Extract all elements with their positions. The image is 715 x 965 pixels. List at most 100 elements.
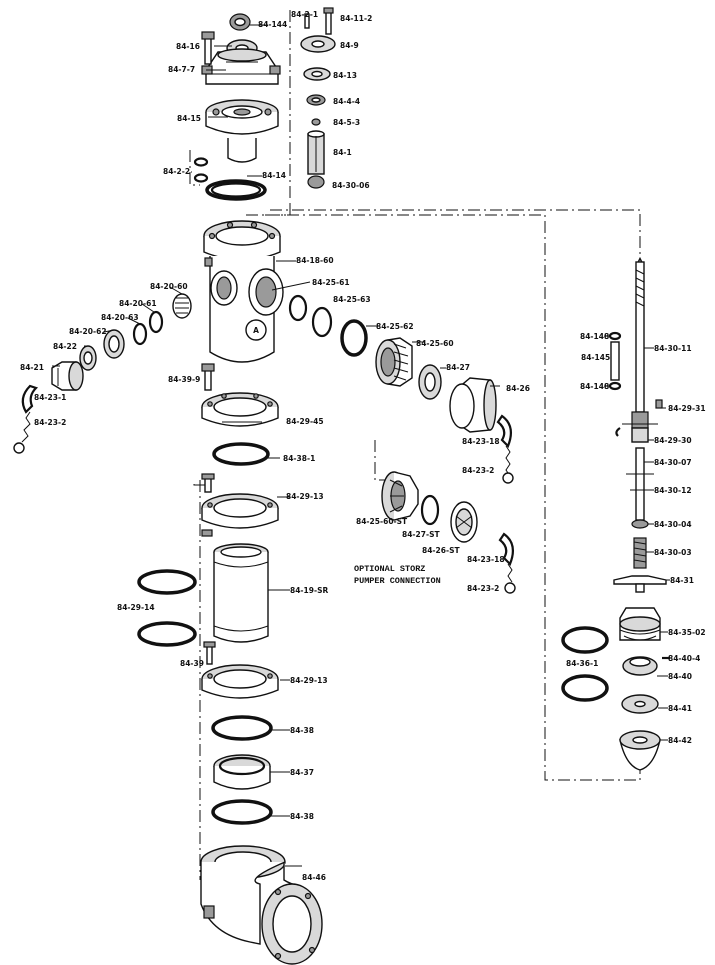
label-84-5-3: 84-5-3 bbox=[333, 118, 360, 127]
gasket-84-27-st bbox=[420, 494, 440, 526]
label-84-148-bottom: 84-148 bbox=[580, 382, 609, 391]
label-84-25-60: 84-25-60 bbox=[416, 339, 454, 348]
bolt-84-39 bbox=[203, 641, 216, 665]
gaskets-84-29-14 bbox=[137, 569, 197, 647]
label-84-144: 84-144 bbox=[258, 20, 287, 29]
lower-stem-84-30-07 bbox=[626, 447, 654, 521]
label-84-35-02: 84-35-02 bbox=[668, 628, 706, 637]
label-84-20-62: 84-20-62 bbox=[69, 327, 107, 336]
bottom-plate-84-42 bbox=[619, 730, 661, 771]
pin-84-2-1 bbox=[304, 13, 310, 29]
label-84-38-top: 84-38 bbox=[290, 726, 314, 735]
label-84-30-03: 84-30-03 bbox=[654, 548, 692, 557]
guide-84-31 bbox=[613, 575, 667, 593]
label-84-23-18-top: 84-23-18 bbox=[462, 437, 500, 446]
label-84-23-2-left: 84-23-2 bbox=[34, 418, 66, 427]
label-84-2-2: 84-2-2 bbox=[163, 167, 190, 176]
label-84-37: 84-37 bbox=[290, 768, 314, 777]
gasket-84-38-top bbox=[211, 715, 273, 741]
nozzle-gasket-84-25-62 bbox=[340, 319, 368, 357]
bonnet-84-15 bbox=[205, 99, 279, 163]
nut-84-30-04 bbox=[631, 519, 649, 529]
flange-84-29-45 bbox=[201, 392, 279, 427]
label-84-25-61: 84-25-61 bbox=[312, 278, 350, 287]
chain-84-23-18 bbox=[496, 414, 514, 484]
flange-84-29-13-bottom bbox=[201, 664, 279, 699]
spring-84-30-03 bbox=[633, 537, 647, 569]
o-ring-84-20-61 bbox=[148, 310, 164, 334]
o-rings-84-2-2 bbox=[193, 157, 209, 183]
storz-note-line1: OPTIONAL STORZ bbox=[354, 564, 425, 574]
label-84-4-4: 84-4-4 bbox=[333, 97, 360, 106]
label-84-42: 84-42 bbox=[668, 736, 692, 745]
cap-gasket-84-20-63 bbox=[132, 322, 148, 346]
label-84-20-63: 84-20-63 bbox=[101, 313, 139, 322]
shoe-elbow-84-46 bbox=[200, 845, 323, 965]
valve-disc-84-40 bbox=[622, 656, 658, 676]
gasket-84-38-bottom bbox=[211, 799, 273, 825]
label-84-29-13-top: 84-29-13 bbox=[286, 492, 324, 501]
label-84-30-06: 84-30-06 bbox=[332, 181, 370, 190]
label-84-25-63: 84-25-63 bbox=[333, 295, 371, 304]
top-nut-84-144 bbox=[229, 13, 251, 31]
label-84-13: 84-13 bbox=[333, 71, 357, 80]
coupling-84-37 bbox=[213, 754, 271, 790]
label-84-23-1: 84-23-1 bbox=[34, 393, 66, 402]
nut-84-30-06 bbox=[307, 175, 325, 189]
label-84-29-13-bottom: 84-29-13 bbox=[290, 676, 328, 685]
gasket-84-25-63 bbox=[311, 306, 333, 338]
label-84-30-12: 84-30-12 bbox=[654, 486, 692, 495]
label-84-1: 84-1 bbox=[333, 148, 352, 157]
label-84-21: 84-21 bbox=[20, 363, 44, 372]
label-84-38-1: 84-38-1 bbox=[283, 454, 315, 463]
part-labels: 84-144 84-2-1 84-11-2 84-16 84-9 84-7-7 … bbox=[20, 10, 706, 882]
gasket-84-38-1 bbox=[212, 442, 270, 466]
label-84-23-18-bot: 84-23-18 bbox=[467, 555, 505, 564]
upper-barrel-84-18-60: A bbox=[203, 220, 284, 363]
storz-cap-84-26-st bbox=[450, 501, 478, 543]
leader-lines bbox=[52, 24, 670, 867]
label-84-25-62: 84-25-62 bbox=[376, 322, 414, 331]
bolt-84-39-9 bbox=[201, 363, 215, 391]
label-84-30-07: 84-30-07 bbox=[654, 458, 692, 467]
chain-84-23-1 bbox=[13, 384, 39, 454]
label-84-40-4: 84-40-4 bbox=[668, 654, 700, 663]
gaskets-84-36-1 bbox=[561, 626, 609, 702]
label-84-29-30: 84-29-30 bbox=[654, 436, 692, 445]
label-84-9: 84-9 bbox=[340, 41, 359, 50]
label-84-41: 84-41 bbox=[668, 704, 692, 713]
label-84-39-9: 84-39-9 bbox=[168, 375, 200, 384]
o-ring-84-5-3 bbox=[311, 118, 321, 126]
gasket-84-27 bbox=[418, 364, 442, 400]
screw-84-11-2 bbox=[323, 7, 334, 35]
label-84-11-2: 84-11-2 bbox=[340, 14, 372, 23]
label-84-46: 84-46 bbox=[302, 873, 326, 882]
upper-stem-84-30-11 bbox=[635, 256, 645, 413]
storz-note-line2: PUMPER CONNECTION bbox=[354, 576, 441, 586]
nozzle-84-20-60 bbox=[172, 293, 192, 319]
label-84-31: 84-31 bbox=[670, 576, 694, 585]
label-84-18-60: 84-18-60 bbox=[296, 256, 334, 265]
label-84-39: 84-39 bbox=[180, 659, 204, 668]
barrel-84-19-sr bbox=[213, 543, 269, 643]
washer-84-20-62 bbox=[79, 345, 97, 371]
storz-adapter-84-25-60-st bbox=[381, 471, 419, 521]
washer-84-4-4 bbox=[306, 94, 326, 106]
label-84-38-bottom: 84-38 bbox=[290, 812, 314, 821]
seat-ring-84-35-02 bbox=[619, 607, 661, 641]
gasket-84-25-61 bbox=[288, 294, 308, 322]
label-84-145: 84-145 bbox=[581, 353, 610, 362]
label-84-15: 84-15 bbox=[177, 114, 201, 123]
label-84-2-1: 84-2-1 bbox=[291, 10, 318, 19]
pumper-nozzle-84-25-60 bbox=[375, 337, 413, 387]
label-84-23-2-bot: 84-23-2 bbox=[467, 584, 499, 593]
label-84-14: 84-14 bbox=[262, 171, 286, 180]
bolts-top-flange bbox=[201, 473, 215, 537]
retainer-84-20-63 bbox=[103, 329, 125, 359]
stem-rod-84-145 bbox=[608, 331, 622, 391]
logo-letter: A bbox=[253, 326, 259, 335]
label-84-36-1: 84-36-1 bbox=[566, 659, 598, 668]
thrust-nut-84-9 bbox=[300, 35, 336, 53]
